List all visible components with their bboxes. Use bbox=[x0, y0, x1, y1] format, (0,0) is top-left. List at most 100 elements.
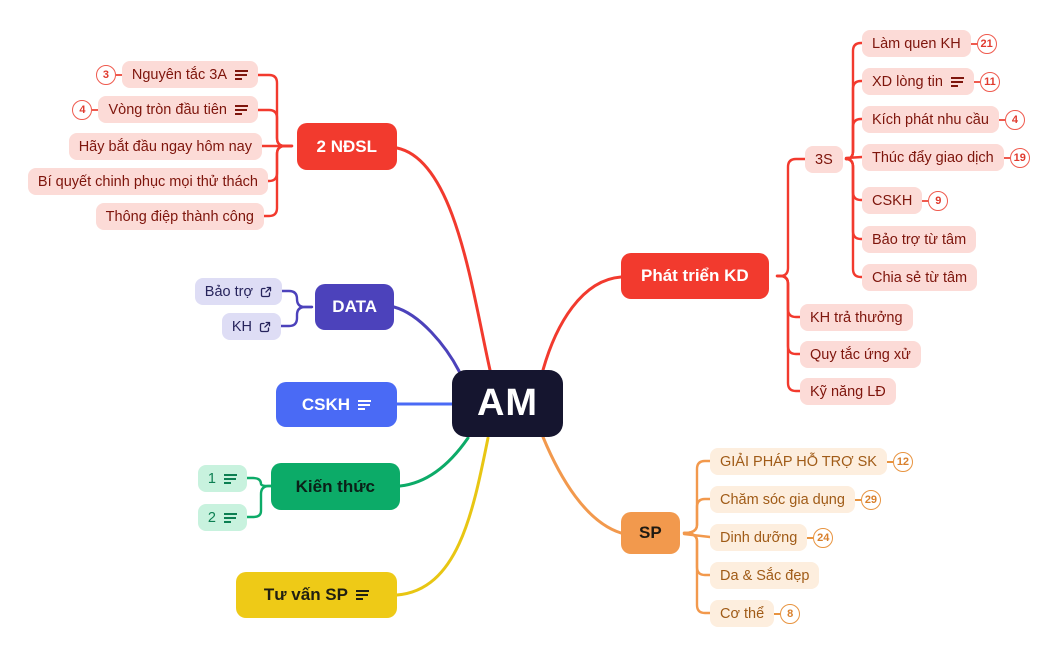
topic-1[interactable]: 1 bbox=[197, 465, 247, 492]
topic-cham-soc-gia-dung[interactable]: Chăm sóc gia dụng bbox=[710, 486, 855, 513]
collapsed-count-badge[interactable]: 4 bbox=[1004, 109, 1025, 130]
topic-label: Cơ thể bbox=[720, 605, 765, 622]
badge-stub bbox=[886, 460, 893, 463]
subtopic-row: Thúc đẩy giao dịch 19 bbox=[862, 144, 1030, 171]
topic-bao-tro[interactable]: Bảo trợ bbox=[194, 278, 282, 305]
topic-xd-long-tin[interactable]: XD lòng tin bbox=[862, 68, 974, 95]
topic-hay-bat-dau-ngay-hom-nay[interactable]: Hãy bắt đầu ngay hôm nay bbox=[68, 133, 262, 160]
branch-label: 2 NĐSL bbox=[316, 136, 377, 156]
topic-lam-quen-kh[interactable]: Làm quen KH bbox=[862, 30, 971, 57]
collapsed-count-badge[interactable]: 19 bbox=[1009, 147, 1030, 168]
topic-da-sac-dep[interactable]: Da & Sắc đẹp bbox=[710, 562, 820, 589]
topic-giai-phap-ho-tro-sk[interactable]: GIẢI PHÁP HỖ TRỢ SK bbox=[710, 448, 887, 475]
notes-icon[interactable] bbox=[358, 399, 371, 410]
branch-node-tu-van-sp[interactable]: Tư vấn SP bbox=[235, 572, 397, 618]
topic-label: Quy tắc ứng xử bbox=[810, 346, 911, 363]
branch-node-2ndsl[interactable]: 2 NĐSL bbox=[296, 123, 397, 170]
topic-2[interactable]: 2 bbox=[197, 504, 247, 531]
subtopic-row: 3S bbox=[805, 146, 843, 173]
subtopic-row: Quy tắc ứng xử bbox=[800, 341, 921, 368]
topic-label: Thúc đẩy giao dịch bbox=[872, 149, 994, 166]
topic-quy-tac-ung-xu[interactable]: Quy tắc ứng xử bbox=[800, 341, 921, 368]
subtopic-row: KH trả thưởng bbox=[800, 304, 913, 331]
badge-stub bbox=[807, 536, 814, 539]
topic-label: Làm quen KH bbox=[872, 35, 961, 52]
topic-nguyen-tac-3a[interactable]: Nguyên tắc 3A bbox=[121, 61, 258, 88]
branch-node-kien-thuc[interactable]: Kiến thức bbox=[270, 463, 400, 510]
branch-node-phat-trien-kd[interactable]: Phát triển KD bbox=[621, 253, 769, 299]
topic-label: Bảo trợ bbox=[204, 283, 253, 300]
badge-stub bbox=[973, 80, 980, 83]
topic-ky-nang-ld[interactable]: Kỹ năng LĐ bbox=[800, 378, 896, 405]
notes-icon[interactable] bbox=[224, 512, 237, 523]
topic-label: Thông điệp thành công bbox=[105, 208, 254, 225]
topic-label: Da & Sắc đẹp bbox=[720, 567, 810, 584]
branch-label: DATA bbox=[332, 297, 377, 316]
topic-bi-quyet-chinh-phuc[interactable]: Bí quyết chinh phục mọi thử thách bbox=[27, 168, 268, 195]
topic-label: Chăm sóc gia dụng bbox=[720, 491, 845, 508]
collapsed-count-badge[interactable]: 11 bbox=[979, 71, 1000, 92]
topic-kich-phat-nhu-cau[interactable]: Kích phát nhu cầu bbox=[862, 106, 999, 133]
topic-3s[interactable]: 3S bbox=[805, 146, 843, 173]
topic-kh-tra-thuong[interactable]: KH trả thưởng bbox=[800, 304, 913, 331]
collapsed-count-badge[interactable]: 12 bbox=[892, 451, 913, 472]
topic-label: Bảo trợ từ tâm bbox=[872, 231, 967, 248]
topic-label: KH bbox=[231, 318, 252, 335]
topic-cskh-sub[interactable]: CSKH bbox=[862, 187, 923, 214]
topic-vong-tron-dau-tien[interactable]: Vòng tròn đầu tiên bbox=[98, 96, 258, 123]
subtopic-row: Cơ thể 8 bbox=[710, 600, 801, 627]
topic-thuc-day-giao-dich[interactable]: Thúc đẩy giao dịch bbox=[862, 144, 1004, 171]
topic-label: CSKH bbox=[872, 192, 913, 209]
topic-label: Kích phát nhu cầu bbox=[872, 111, 989, 128]
branch-label: Kiến thức bbox=[295, 476, 375, 496]
topic-chia-se-tu-tam[interactable]: Chia sẻ từ tâm bbox=[862, 264, 978, 291]
topic-bao-tro-tu-tam[interactable]: Bảo trợ từ tâm bbox=[862, 226, 977, 253]
notes-icon[interactable] bbox=[950, 76, 964, 87]
badge-stub bbox=[1003, 156, 1010, 159]
badge-stub bbox=[115, 73, 122, 76]
subtopic-row: XD lòng tin 11 bbox=[862, 68, 1000, 95]
subtopic-row: Bảo trợ từ tâm bbox=[862, 226, 977, 253]
topic-label: Dinh dưỡng bbox=[720, 529, 798, 546]
external-link-icon[interactable] bbox=[259, 321, 271, 333]
branch-node-sp[interactable]: SP bbox=[621, 512, 680, 554]
badge-stub bbox=[970, 42, 977, 45]
notes-icon[interactable] bbox=[235, 104, 248, 115]
branch-node-cskh[interactable]: CSKH bbox=[275, 382, 397, 427]
root-node-am[interactable]: AM bbox=[452, 370, 563, 437]
subtopic-row: Dinh dưỡng 24 bbox=[710, 524, 834, 551]
topic-label: Kỹ năng LĐ bbox=[810, 383, 886, 400]
subtopic-row: Thông điệp thành công bbox=[95, 203, 264, 230]
notes-icon[interactable] bbox=[356, 590, 369, 600]
external-link-icon[interactable] bbox=[260, 286, 272, 298]
subtopic-row: Chăm sóc gia dụng 29 bbox=[710, 486, 881, 513]
topic-thong-diep-thanh-cong[interactable]: Thông điệp thành công bbox=[95, 203, 264, 230]
subtopic-row: Bảo trợ bbox=[194, 278, 282, 305]
branch-node-data[interactable]: DATA bbox=[315, 284, 394, 330]
topic-label: 3S bbox=[815, 151, 833, 168]
collapsed-count-badge[interactable]: 29 bbox=[860, 489, 881, 510]
topic-co-the[interactable]: Cơ thể bbox=[710, 600, 775, 627]
topic-kh[interactable]: KH bbox=[221, 313, 281, 340]
collapsed-count-badge[interactable]: 3 bbox=[95, 64, 116, 85]
topic-label: 2 bbox=[207, 509, 216, 526]
collapsed-count-badge[interactable]: 21 bbox=[976, 33, 997, 54]
badge-stub bbox=[998, 118, 1005, 121]
subtopic-row: GIẢI PHÁP HỖ TRỢ SK 12 bbox=[710, 448, 913, 475]
topic-label: Vòng tròn đầu tiên bbox=[108, 101, 227, 118]
subtopic-row: 3 Nguyên tắc 3A bbox=[95, 61, 258, 88]
root-label: AM bbox=[476, 382, 539, 424]
subtopic-row: Kích phát nhu cầu 4 bbox=[862, 106, 1025, 133]
collapsed-count-badge[interactable]: 4 bbox=[72, 99, 93, 120]
collapsed-count-badge[interactable]: 8 bbox=[780, 603, 801, 624]
topic-label: Nguyên tắc 3A bbox=[131, 66, 227, 83]
topic-dinh-duong[interactable]: Dinh dưỡng bbox=[710, 524, 808, 551]
badge-stub bbox=[92, 108, 99, 111]
collapsed-count-badge[interactable]: 24 bbox=[813, 527, 834, 548]
notes-icon[interactable] bbox=[224, 473, 237, 484]
notes-icon[interactable] bbox=[235, 69, 248, 80]
topic-label: 1 bbox=[207, 470, 216, 487]
collapsed-count-badge[interactable]: 9 bbox=[928, 190, 949, 211]
